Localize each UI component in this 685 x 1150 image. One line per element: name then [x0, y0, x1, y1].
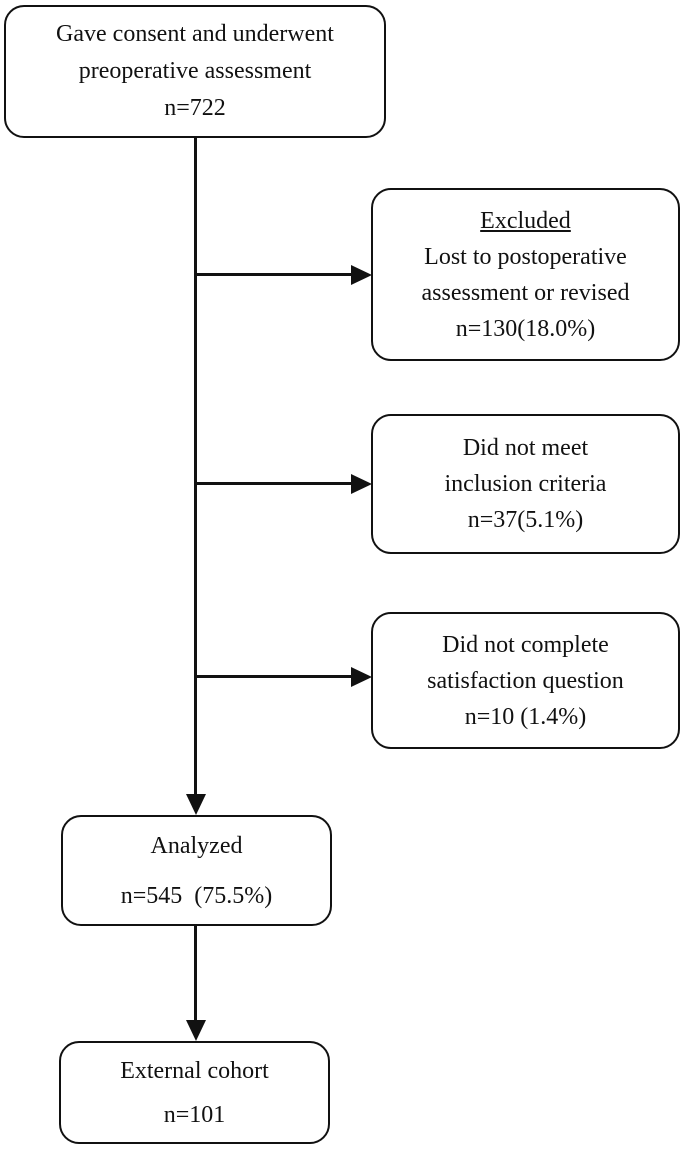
node-excluded-heading: Excluded: [480, 207, 571, 234]
node-consent: Gave consent and underwent preoperative …: [4, 5, 386, 138]
node-excluded-lost: Excluded Lost to postoperative assessmen…: [371, 188, 680, 361]
node-analyzed-count: n=545 (75.5%): [120, 882, 273, 909]
arrowhead-right-inclusion-criteria-icon: [351, 473, 372, 494]
node-excluded-line-2: assessment or revised: [421, 279, 630, 306]
node-satisfaction-line-2: satisfaction question: [427, 667, 624, 694]
connector-main-vertical: [194, 138, 197, 797]
node-analyzed: Analyzed n=545 (75.5%): [61, 815, 332, 926]
node-consent-line-1: Gave consent and underwent: [56, 21, 334, 47]
arrowhead-right-excluded-icon: [351, 264, 372, 285]
node-analyzed-label: Analyzed: [150, 832, 243, 859]
connector-branch-satisfaction: [195, 675, 353, 678]
arrowhead-down-to-external-icon: [185, 1020, 206, 1041]
connector-branch-inclusion-criteria: [195, 482, 353, 485]
node-inclusion-count: n=37(5.1%): [467, 507, 584, 533]
connector-branch-excluded: [195, 273, 353, 276]
node-excluded-line-1: Lost to postoperative: [424, 243, 627, 270]
node-satisfaction-question: Did not complete satisfaction question n…: [371, 612, 680, 749]
arrowhead-right-satisfaction-icon: [351, 666, 372, 687]
connector-analyzed-to-external: [194, 926, 197, 1022]
node-inclusion-line-1: Did not meet: [462, 435, 589, 461]
node-consent-count: n=722: [164, 95, 226, 121]
node-external-count: n=101: [163, 1101, 226, 1128]
arrowhead-down-to-analyzed-icon: [185, 794, 206, 815]
node-inclusion-criteria: Did not meet inclusion criteria n=37(5.1…: [371, 414, 680, 554]
node-satisfaction-count: n=10 (1.4%): [464, 703, 587, 730]
node-inclusion-line-2: inclusion criteria: [444, 471, 607, 497]
node-external-cohort: External cohort n=101: [59, 1041, 330, 1144]
node-excluded-count: n=130(18.0%): [455, 315, 596, 342]
node-satisfaction-line-1: Did not complete: [442, 631, 609, 658]
node-consent-line-2: preoperative assessment: [78, 58, 312, 84]
node-external-label: External cohort: [120, 1057, 269, 1084]
